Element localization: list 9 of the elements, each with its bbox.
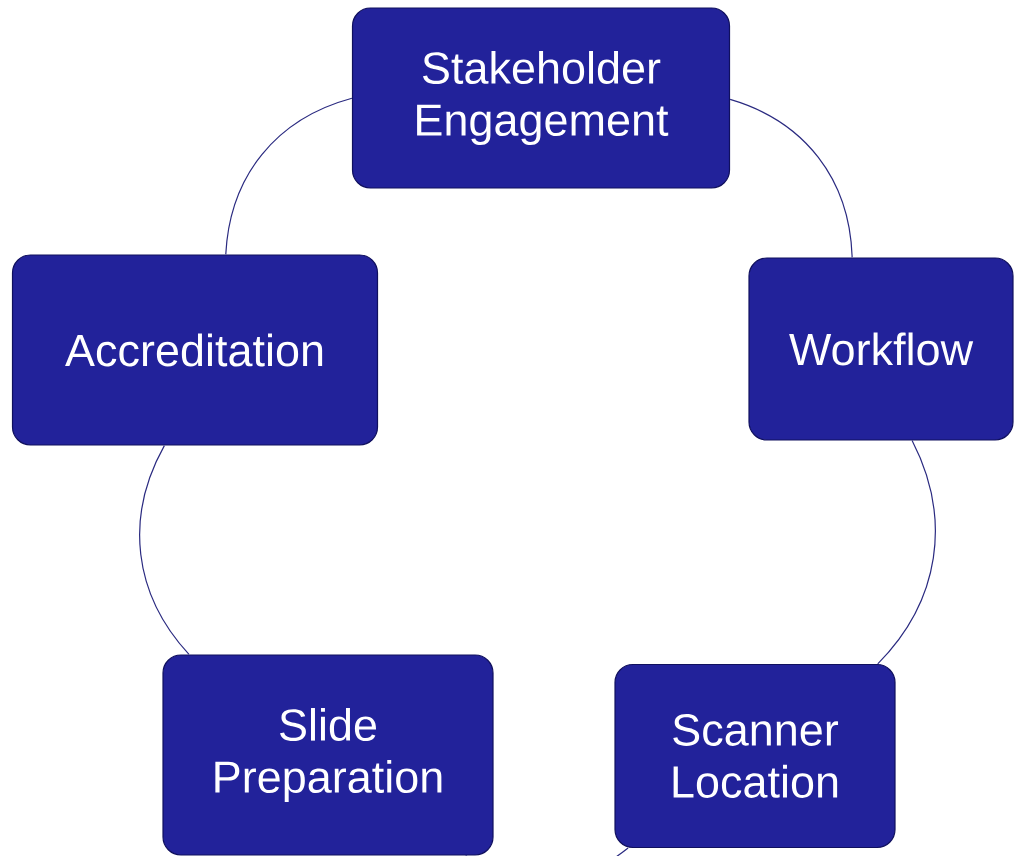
- connector-arc: [877, 439, 936, 665]
- connector-arc: [225, 97, 353, 255]
- connector-arc: [729, 98, 853, 258]
- process-box: Scanner Location: [614, 663, 896, 849]
- process-box: Workflow: [748, 257, 1014, 441]
- process-box: Slide Preparation: [162, 654, 494, 856]
- process-box: Stakeholder Engagement: [351, 7, 731, 189]
- connector-arc: [139, 445, 190, 655]
- process-box: Accreditation: [11, 254, 379, 446]
